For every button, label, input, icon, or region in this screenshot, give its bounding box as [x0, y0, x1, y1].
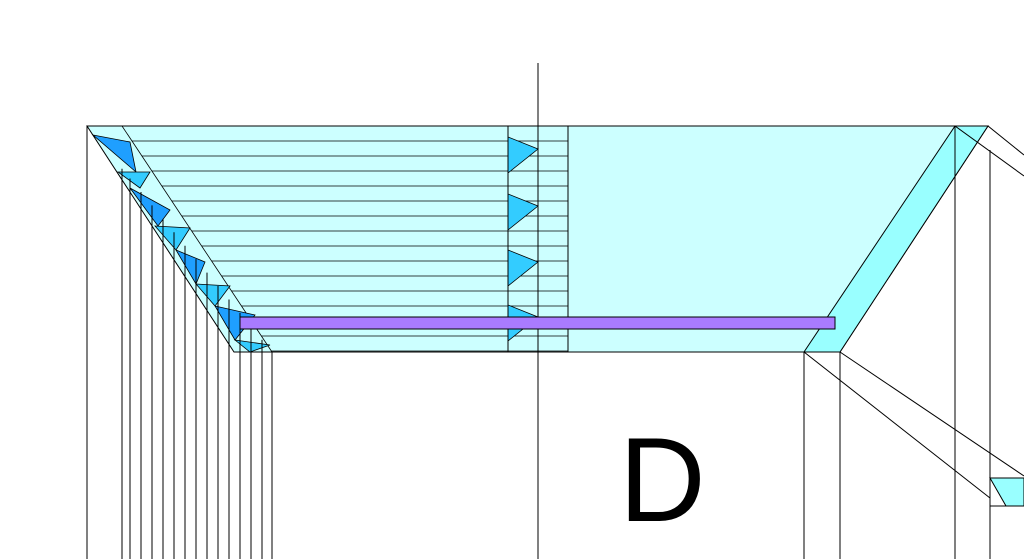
left-vertical-lines — [86, 126, 273, 559]
left-tooth — [195, 283, 231, 307]
left-tooth — [129, 187, 171, 227]
left-tooth — [91, 134, 137, 174]
right-diagonal-1 — [803, 351, 991, 499]
left-stepped-teeth — [91, 134, 271, 353]
view-label: D — [619, 413, 706, 547]
right-diagonal-3 — [987, 125, 1024, 156]
left-tooth — [175, 249, 206, 285]
right-diagonal-2 — [839, 351, 1024, 477]
hatch-lines — [121, 125, 568, 353]
left-tooth — [116, 171, 151, 189]
purple-bar — [239, 316, 836, 330]
left-tooth — [154, 225, 191, 251]
right-diagonal-4 — [954, 125, 1024, 177]
left-tooth — [233, 339, 271, 353]
right-corner-fill — [989, 477, 1024, 507]
